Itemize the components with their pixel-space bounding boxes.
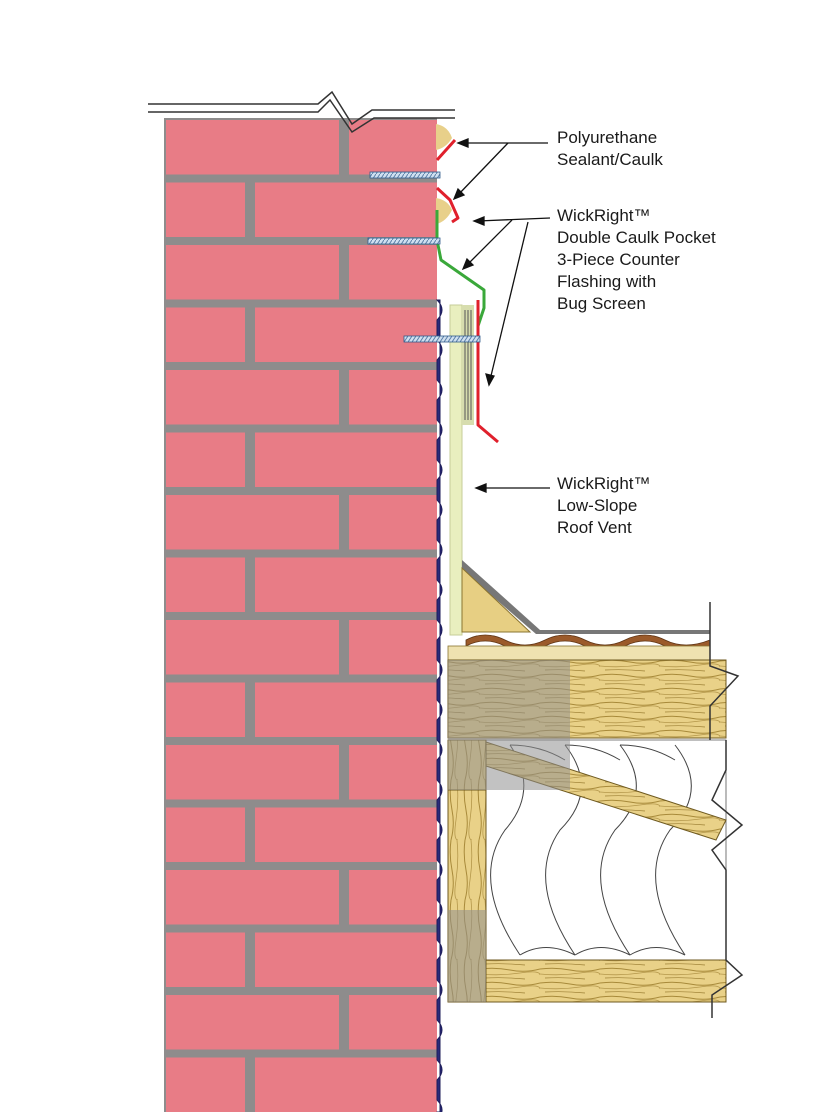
brick	[255, 932, 437, 987]
brick	[255, 682, 437, 737]
flashing-label: WickRight™ Double Caulk Pocket 3-Piece C…	[557, 205, 716, 315]
brick	[166, 432, 245, 487]
flashing-label-line: Double Caulk Pocket	[557, 228, 716, 247]
brick	[255, 182, 437, 237]
brick	[255, 557, 437, 612]
brick	[166, 807, 245, 862]
brick-wall	[164, 118, 437, 1112]
bug-screen-lines	[464, 310, 472, 420]
brick	[255, 1057, 437, 1112]
brick	[166, 932, 245, 987]
counter-flashing-red-upper	[435, 138, 460, 224]
drainage-membrane	[435, 299, 443, 1112]
roof-deck	[447, 645, 711, 661]
sealant-label-line: Polyurethane	[557, 128, 658, 147]
brick	[349, 245, 437, 300]
cant-strip	[461, 566, 532, 633]
brick	[349, 495, 437, 550]
brick	[255, 807, 437, 862]
brick	[349, 620, 437, 675]
callout-arrows	[452, 138, 551, 493]
flashing-screws	[367, 171, 481, 343]
brick	[166, 620, 339, 675]
vent-label-line: WickRight™	[557, 474, 651, 493]
sealant-label-line: Sealant/Caulk	[557, 150, 663, 169]
roof-break-line	[709, 602, 744, 1018]
vent-label-line: Roof Vent	[557, 518, 632, 537]
brick	[166, 682, 245, 737]
brick	[255, 307, 437, 362]
ceiling-joist	[485, 959, 727, 1003]
brick	[349, 120, 437, 175]
brick	[166, 745, 339, 800]
brick	[166, 182, 245, 237]
vent-label: WickRight™ Low-Slope Roof Vent	[557, 473, 651, 539]
flashing-label-line: Flashing with	[557, 272, 657, 291]
brick	[166, 370, 339, 425]
brick	[166, 995, 339, 1050]
brick	[166, 557, 245, 612]
brick	[166, 307, 245, 362]
wall-break-line	[148, 90, 455, 134]
sealant-label: Polyurethane Sealant/Caulk	[557, 127, 663, 171]
brick	[166, 245, 339, 300]
flashing-label-line: Bug Screen	[557, 294, 646, 313]
brick	[349, 370, 437, 425]
flashing-label-line: 3-Piece Counter	[557, 250, 680, 269]
roof-assembly	[447, 602, 744, 1018]
brick	[166, 495, 339, 550]
brick	[349, 870, 437, 925]
brick	[166, 870, 339, 925]
blocking-overlay-lower	[448, 910, 486, 1002]
brick	[255, 432, 437, 487]
sealant-bead-upper	[436, 124, 452, 150]
brick	[349, 995, 437, 1050]
blocking-overlay-upper	[448, 660, 570, 790]
brick	[349, 745, 437, 800]
vent-label-line: Low-Slope	[557, 496, 638, 515]
flashing-label-line: WickRight™	[557, 206, 651, 225]
roof-vent-panel	[449, 304, 463, 636]
brick	[166, 1057, 245, 1112]
sealant-bead-lower	[436, 198, 452, 224]
brick	[166, 120, 339, 175]
